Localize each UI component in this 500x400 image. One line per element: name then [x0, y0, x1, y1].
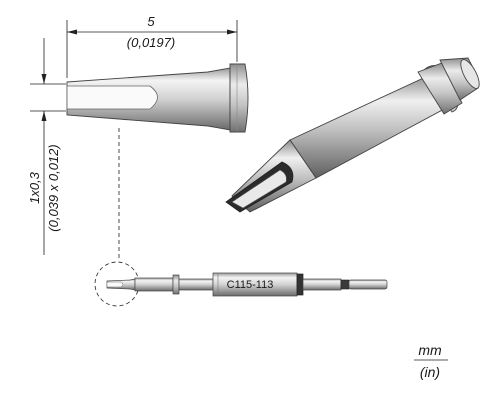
dark-band — [296, 273, 304, 296]
tip-in-label: (0,039 x 0,012) — [46, 144, 61, 231]
side-view-collar — [229, 63, 249, 133]
full-tip-view: C115-113 — [94, 261, 388, 307]
length-dimension: 5 (0,0197) — [66, 14, 238, 78]
length-mm-label: 5 — [147, 14, 155, 29]
units-mm: mm — [418, 342, 442, 358]
units-in: (in) — [420, 364, 440, 380]
units-legend: mm (in) — [414, 342, 448, 380]
tip-dimension: 1x0,3 (0,039 x 0,012) — [27, 38, 66, 255]
part-number-label: C115-113 — [227, 279, 274, 291]
side-view — [66, 63, 249, 133]
perspective-shaft — [289, 74, 447, 179]
tip-mm-label: 1x0,3 — [27, 171, 42, 204]
side-view-chisel-face — [66, 85, 158, 110]
length-in-label: (0,0197) — [127, 35, 175, 50]
perspective-view — [225, 57, 480, 213]
